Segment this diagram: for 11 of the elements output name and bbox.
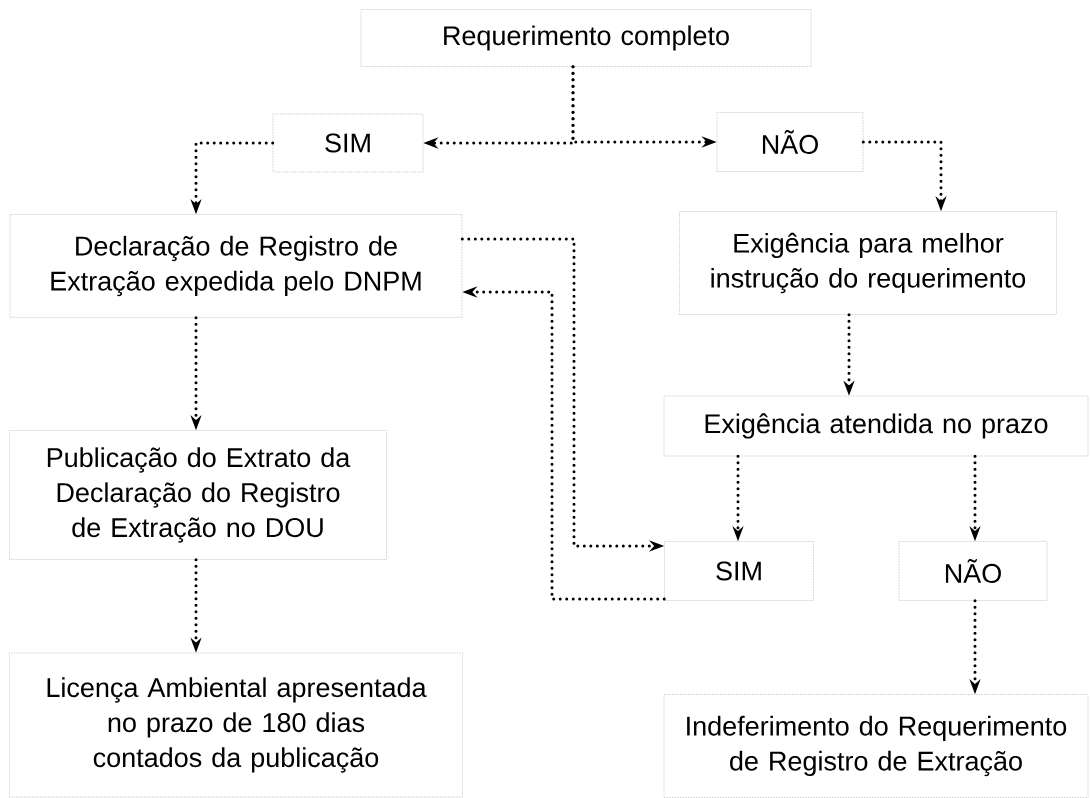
process-box: Exigência para melhor instrução do requerimento [679, 211, 1057, 315]
process-box: SIM [272, 113, 424, 173]
process-box: Exigência atendida no prazo [663, 395, 1089, 457]
process-box: NÃO [898, 541, 1048, 601]
process-box: Requerimento completo [360, 9, 812, 67]
process-box: Indeferimento do Requerimento de Registro de Extração [663, 694, 1089, 798]
process-box: NÃO [716, 112, 864, 172]
process-box: Publicação do Extrato da Declaração do Registro de Extração no DOU [9, 430, 387, 560]
process-box: Licença Ambiental apresentada no prazo de 180 dias contados da publicação [9, 652, 463, 798]
process-box: Declaração de Registro de Extração expedida pelo DNPM [9, 214, 463, 318]
process-box: SIM [664, 541, 814, 601]
